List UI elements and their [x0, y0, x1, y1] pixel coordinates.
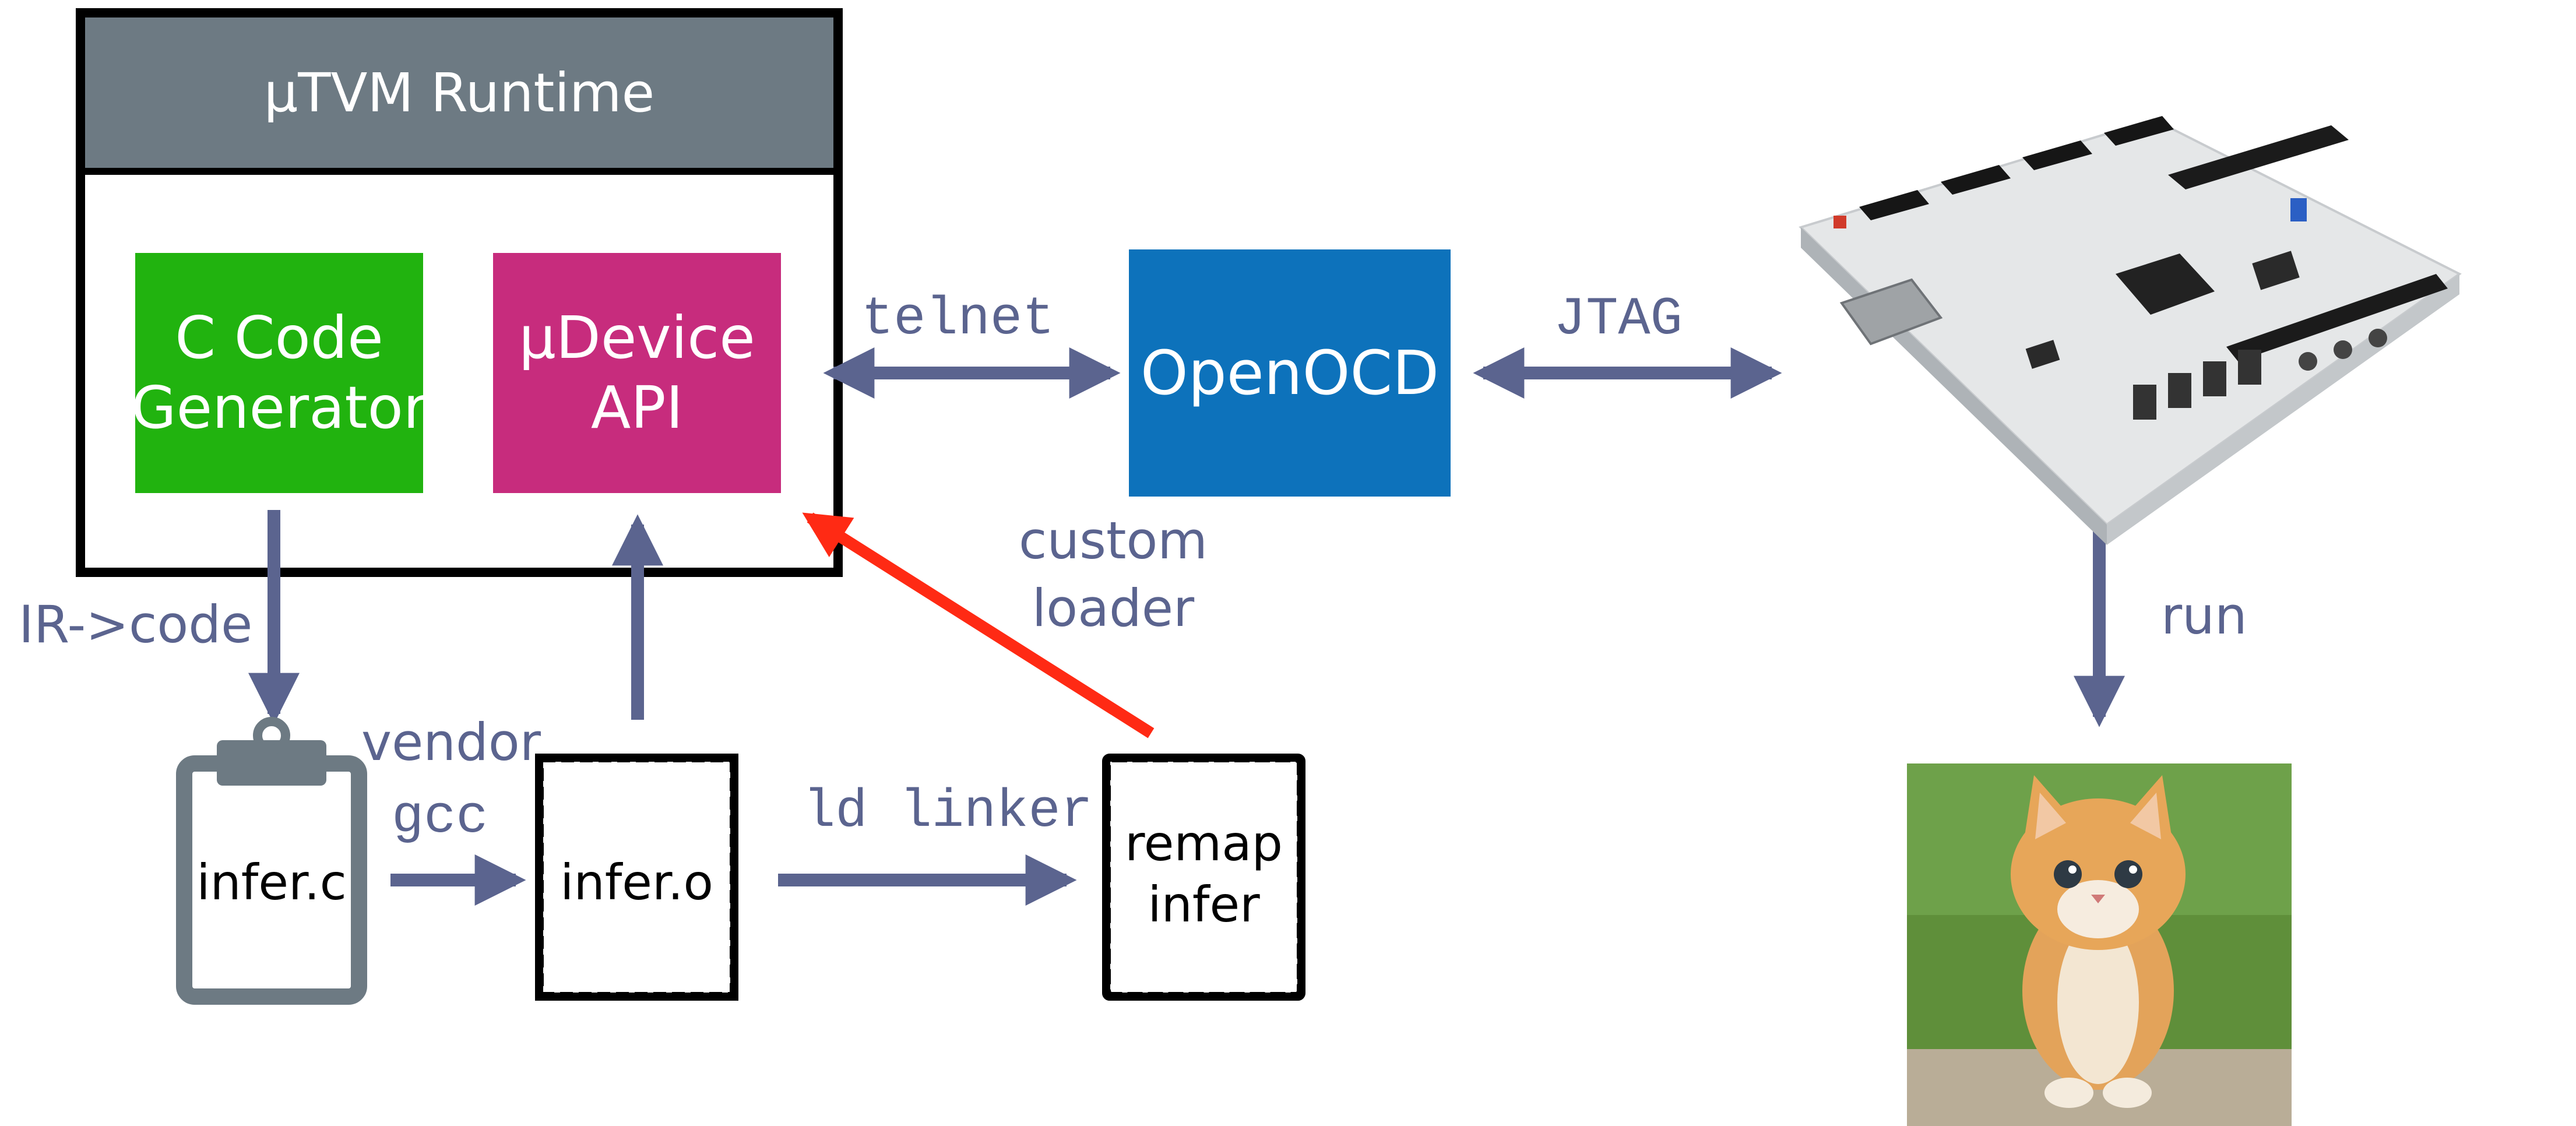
custom-loader-arrow: [802, 512, 1155, 738]
vendor-label: vendor: [361, 712, 541, 772]
remap-infer-label: remap infer: [1125, 815, 1283, 933]
runtime-title-text: µTVM Runtime: [263, 61, 655, 124]
telnet-label: telnet: [861, 288, 1055, 350]
infer-o-file-box: [535, 754, 738, 1001]
ld-linker-label: ld linker: [803, 781, 1093, 842]
jtag-label: JTAG: [1554, 288, 1683, 350]
infer-o-label: infer.o: [560, 854, 713, 911]
kitten-image: [1907, 763, 2292, 1126]
infer-c-label: infer.c: [196, 854, 347, 911]
remap-infer-file-box: [1102, 754, 1305, 1001]
runtime-title: µTVM Runtime: [85, 17, 833, 175]
clipboard-icon: [176, 717, 367, 1005]
c-code-generator-block: C Code Generator: [131, 253, 427, 493]
gcc-label: gcc: [392, 787, 488, 848]
udevice-api-block: µDevice API: [493, 253, 781, 493]
openocd-block: OpenOCD: [1129, 249, 1451, 497]
run-label: run: [2161, 586, 2247, 646]
custom-loader-label: custom loader: [1018, 511, 1208, 639]
ir-to-code-label: IR->code: [19, 594, 253, 655]
fpga-board-image: [1799, 116, 2462, 545]
